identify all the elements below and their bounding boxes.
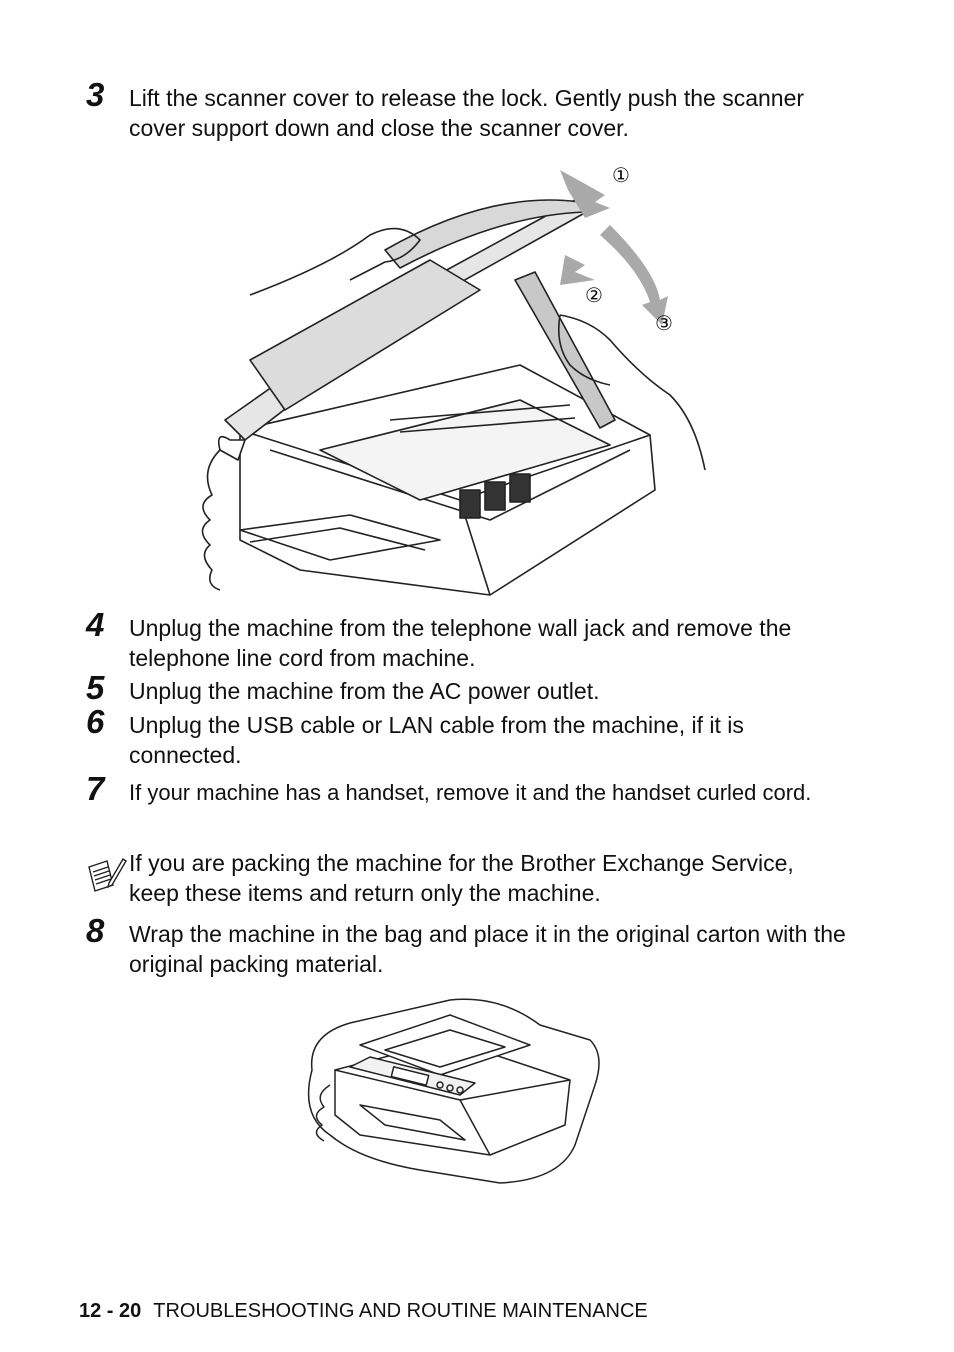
step-number: 3 (86, 76, 105, 113)
step-number: 8 (86, 912, 105, 949)
step-text: Lift the scanner cover to release the lo… (129, 85, 805, 141)
scanner-cover-illustration: ① ② ③ (201, 163, 706, 596)
note-pencil-icon (88, 858, 127, 892)
step-text: Unplug the USB cable or LAN cable from t… (129, 712, 744, 768)
step-number: 4 (86, 606, 105, 643)
callout-2: ② (585, 283, 603, 307)
page-footer: 12 - 20 TROUBLESHOOTING AND ROUTINE MAINT… (79, 1300, 648, 1323)
step-text: Unplug the machine from the telephone wa… (129, 615, 792, 671)
machine-in-bag-illustration (307, 998, 600, 1184)
step-number: 5 (86, 669, 105, 706)
step-text: Wrap the machine in the bag and place it… (129, 921, 846, 977)
callout-1: ① (612, 163, 630, 187)
note-text: If you are packing the machine for the B… (129, 850, 794, 906)
step-number: 7 (86, 770, 105, 807)
page-number: 12 - 20 (79, 1300, 142, 1322)
step-number: 6 (86, 703, 105, 740)
section-title: TROUBLESHOOTING AND ROUTINE MAINTENANCE (153, 1300, 648, 1322)
step-text: Unplug the machine from the AC power out… (129, 678, 600, 704)
step-text: If your machine has a handset, remove it… (129, 780, 812, 805)
callout-3: ③ (655, 311, 673, 335)
